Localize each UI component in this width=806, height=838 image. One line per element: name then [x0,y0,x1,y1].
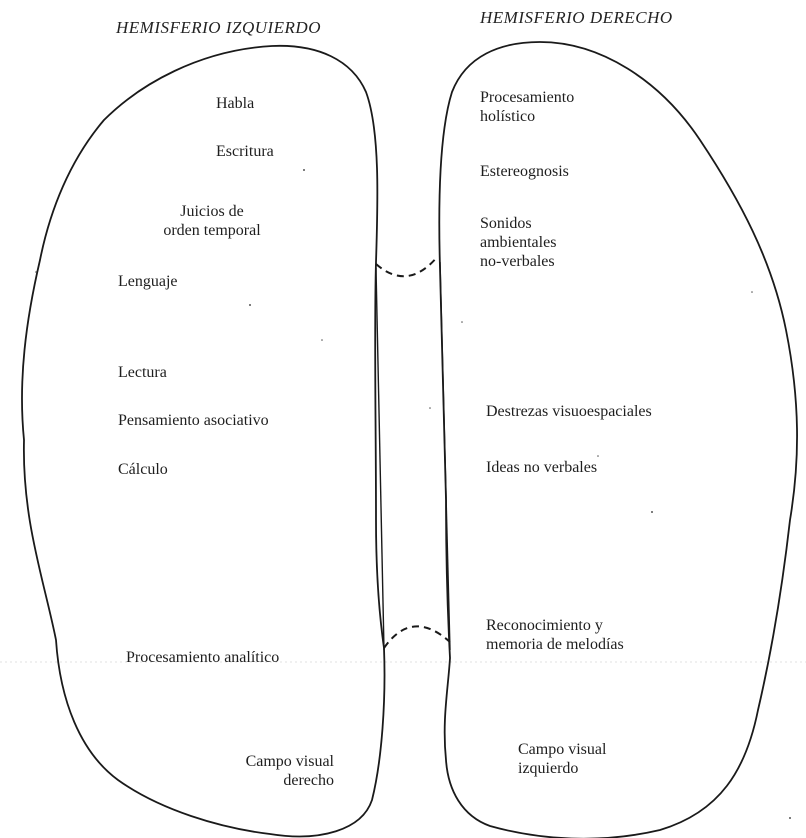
bridge-left-edge [376,268,384,650]
label-habla: Habla [216,94,254,113]
label-campo-visual-izquierdo: Campo visual izquierdo [518,740,606,778]
label-destrezas-visuoespaciales: Destrezas visuoespaciales [486,402,652,421]
label-escritura: Escritura [216,142,274,161]
label-procesamiento-analitico: Procesamiento analítico [126,648,279,667]
scan-specks [35,169,791,819]
label-calculo: Cálculo [118,460,168,479]
label-sonidos-ambientales: Sonidos ambientales no-verbales [480,214,556,271]
label-pensamiento-asociativo: Pensamiento asociativo [118,411,269,430]
label-reconocimiento-melodias: Reconocimiento y memoria de melodías [486,616,624,654]
label-lectura: Lectura [118,363,167,382]
label-juicios-orden-temporal: Juicios de orden temporal [122,202,302,240]
label-ideas-no-verbales: Ideas no verbales [486,458,597,477]
label-campo-visual-derecho: Campo visual derecho [196,752,334,790]
upper-dashed-connector [376,256,438,276]
right-hemisphere-header: HEMISFERIO DERECHO [480,8,673,28]
lower-dashed-connector [384,626,450,648]
label-procesamiento-holistico: Procesamiento holístico [480,88,574,126]
label-lenguaje: Lenguaje [118,272,178,291]
left-hemisphere-header: HEMISFERIO IZQUIERDO [116,18,321,38]
left-hemisphere-outline [22,46,385,837]
bridge-right-edge [440,262,450,650]
label-estereognosis: Estereognosis [480,162,569,181]
